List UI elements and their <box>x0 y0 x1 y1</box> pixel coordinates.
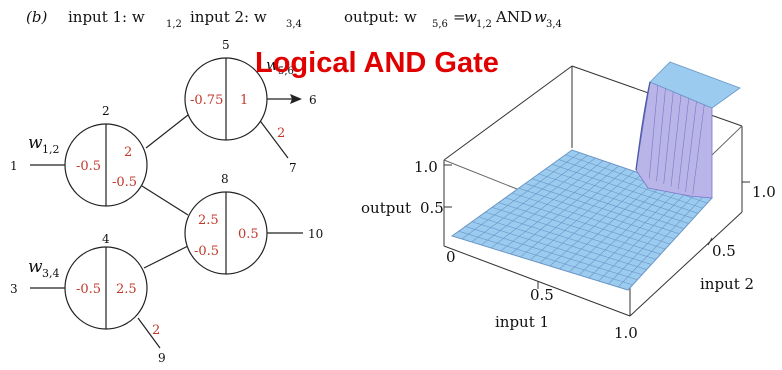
node-number-6: 6 <box>309 93 317 107</box>
node-number-2: 2 <box>102 104 110 118</box>
node-number-9: 9 <box>158 351 166 365</box>
w34-label: w <box>28 257 43 277</box>
surface-grid-line <box>598 189 689 282</box>
surface-step-lines <box>648 85 705 195</box>
node-number-4: 4 <box>102 232 110 246</box>
surface-step-line <box>670 94 682 187</box>
neuron4-threshold: -0.5 <box>76 282 101 297</box>
header-output-label: output: w <box>344 8 417 26</box>
surface-step-line <box>648 85 659 179</box>
surface-step-line <box>677 98 690 190</box>
surface-step-top <box>649 61 741 109</box>
edge-5-7-weight: 2 <box>277 126 285 141</box>
header-output-sub: 5,6 <box>432 19 448 30</box>
neuron-values: -0.5 2 -0.5 -0.5 2.5 -0.75 1 2.5 -0.5 0.… <box>76 93 285 338</box>
weight-symbols: w 1,2 w 3,4 w 5,6 <box>28 56 294 280</box>
surface-grid <box>458 152 708 288</box>
neurons <box>64 57 268 330</box>
surface-step-line <box>656 88 666 182</box>
arrow-head-icon <box>290 94 302 104</box>
surface-grid-line <box>608 192 697 285</box>
surface-grid-line <box>618 195 705 288</box>
node-number-7: 7 <box>289 161 297 175</box>
y-tick-label-05: 0.5 <box>712 242 736 260</box>
edge-5-7 <box>257 117 289 159</box>
header-input1-label: input 1: w <box>68 8 145 26</box>
neuron8-weight-top: 2.5 <box>198 213 219 228</box>
x-tick-label-05: 0.5 <box>530 286 554 304</box>
header-input1-sub: 1,2 <box>166 19 182 30</box>
neuron5-weight: 1 <box>240 93 248 108</box>
plot-ticks <box>444 164 750 289</box>
header-w12: w <box>464 8 477 26</box>
edge-4-8 <box>143 245 189 269</box>
header-input2-label: input 2: w <box>190 8 267 26</box>
x-tick-label-0: 0 <box>446 248 456 266</box>
node-number-8: 8 <box>221 172 229 186</box>
y-axis-label: input 2 <box>700 275 754 293</box>
neuron5-threshold: -0.75 <box>190 93 223 108</box>
node-number-3: 3 <box>10 282 18 296</box>
header-w12-sub: 1,2 <box>476 19 492 30</box>
x-axis-label: input 1 <box>495 313 549 331</box>
overlay-title: Logical AND Gate <box>255 47 499 79</box>
header-input2-sub: 3,4 <box>286 19 302 30</box>
surface-grid-line <box>558 159 703 209</box>
x-tick-label-1: 1.0 <box>614 324 638 342</box>
w56-label: w <box>266 56 279 74</box>
header-equals: = <box>453 8 466 26</box>
header-row: (b) input 1: w 1,2 input 2: w 3,4 output… <box>26 8 562 30</box>
z-tick-label-05: 0.5 <box>420 199 444 217</box>
box-right-front-edge <box>629 211 743 317</box>
box-top-left-edge <box>443 65 573 161</box>
neuron8-weight-bottom: -0.5 <box>194 244 219 259</box>
edge-2-8 <box>141 185 189 216</box>
node-numbers: 1 2 3 4 5 6 7 8 9 10 <box>10 38 323 365</box>
edge-2-5 <box>145 114 189 149</box>
neuron2-threshold: -0.5 <box>76 159 101 174</box>
w12-sub: 1,2 <box>42 143 60 156</box>
surface-step-curve <box>635 81 651 171</box>
z-axis-label: output <box>361 199 411 217</box>
panel-label: (b) <box>26 8 47 26</box>
header-w34: w <box>534 8 547 26</box>
plot-labels: 1.0 output 0.5 0 0.5 1.0 input 1 0.5 1.0… <box>361 158 776 342</box>
w34-sub: 3,4 <box>42 267 60 280</box>
neuron2-weight-bottom: -0.5 <box>112 175 137 190</box>
y-tick-05 <box>707 237 713 246</box>
node-number-1: 1 <box>10 159 18 173</box>
box-front-edge <box>443 245 631 317</box>
y-tick-label-1: 1.0 <box>752 183 776 201</box>
node-number-5: 5 <box>222 38 230 52</box>
surface-step-line <box>685 101 697 192</box>
surface-step-line <box>663 91 674 184</box>
w56-sub: 5,6 <box>278 66 294 77</box>
header-and: AND <box>495 8 532 26</box>
neuron2-weight-top: 2 <box>124 145 132 160</box>
neuron4-weight: 2.5 <box>116 282 137 297</box>
node-number-10: 10 <box>308 227 323 241</box>
edge-4-9-weight: 2 <box>152 323 160 338</box>
network-edges <box>30 98 303 349</box>
w12-label: w <box>28 133 43 153</box>
surface-plot: 1.0 output 0.5 0 0.5 1.0 input 1 0.5 1.0… <box>361 61 776 342</box>
edge-4-9 <box>137 317 161 349</box>
header-w34-sub: 3,4 <box>546 19 562 30</box>
neuron8-threshold: 0.5 <box>238 227 259 242</box>
z-tick-label-1: 1.0 <box>414 158 438 176</box>
surface-step-line <box>692 104 705 195</box>
